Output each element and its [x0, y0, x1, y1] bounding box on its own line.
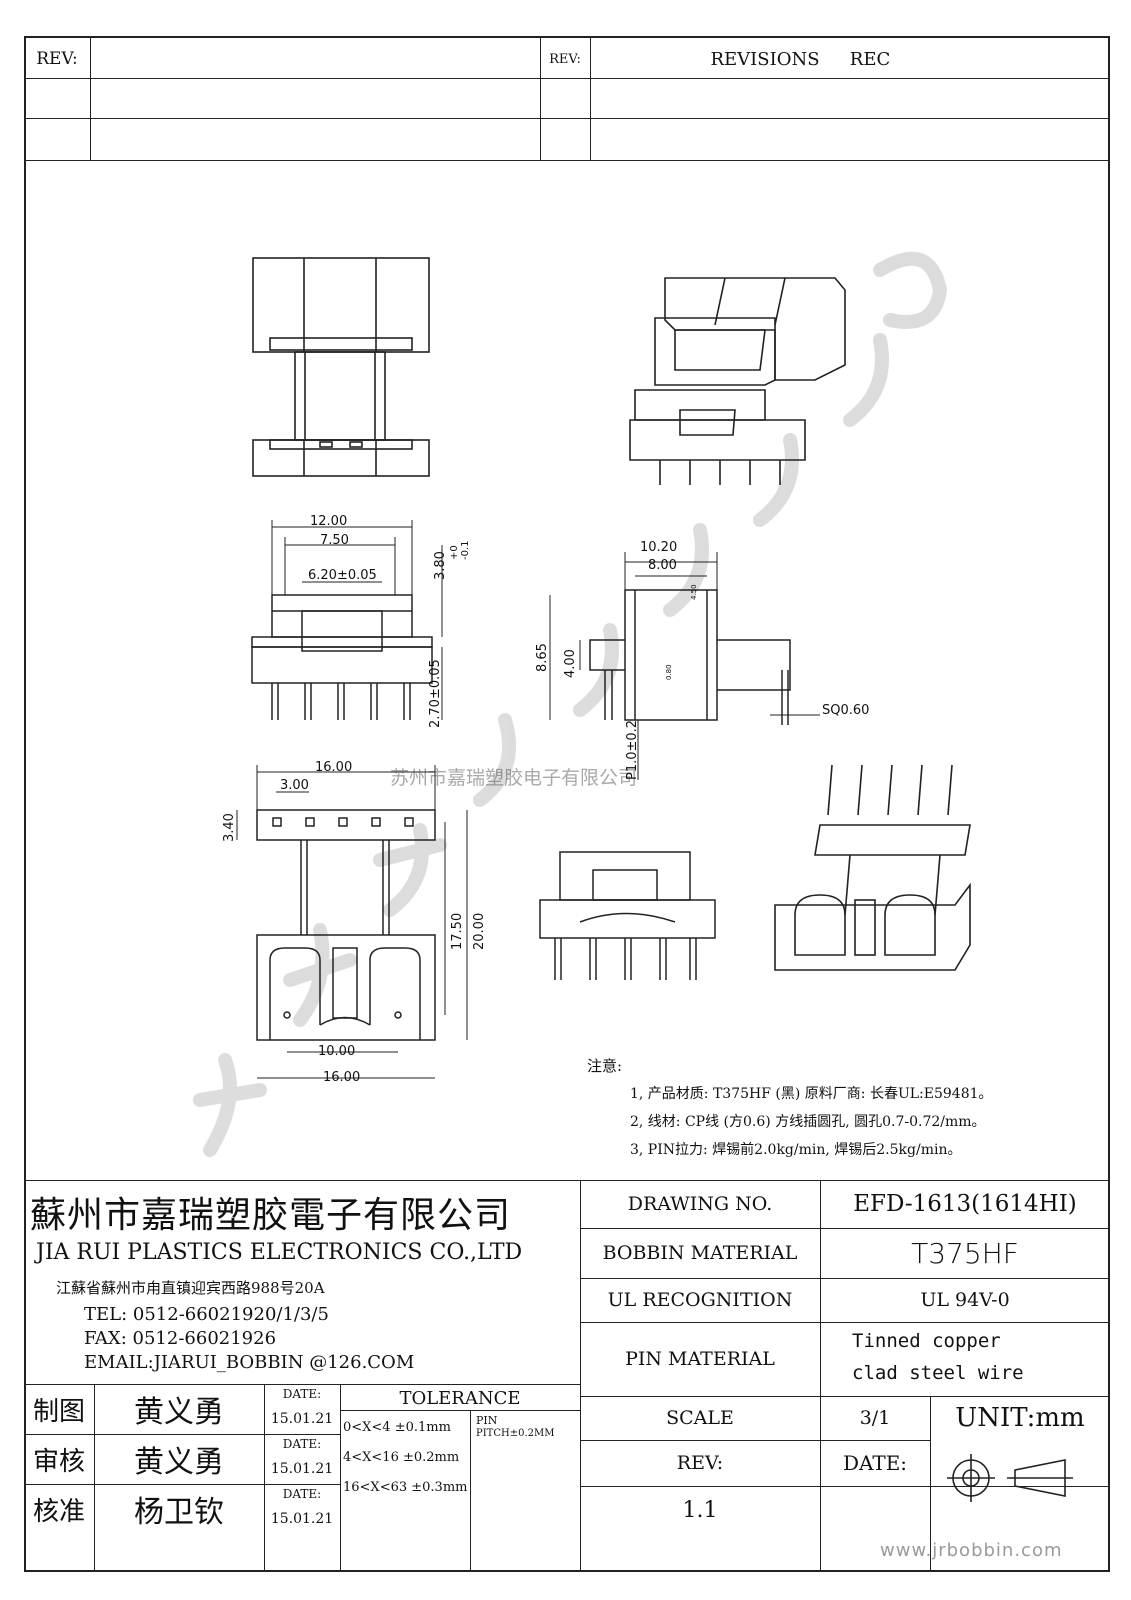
tolerance-row-2: 4<X<16 ±0.2mm: [343, 1450, 460, 1465]
notes-heading: 注意:: [587, 1057, 623, 1075]
dim-E: 10.20: [640, 540, 678, 555]
bottom-view-drawing: [236, 765, 468, 1079]
dim-D: 3.00: [280, 778, 309, 793]
note-item-3: 3, PIN拉力: 焊锡前2.0kg/min, 焊锡后2.5kg/min。: [630, 1142, 962, 1158]
revisions-label: REVISIONS: [710, 48, 820, 70]
date-label-approver: DATE:: [282, 1487, 322, 1501]
watermark-company: 苏州市嘉瑞塑胶电子有限公司: [390, 767, 638, 789]
front-view-drawing: [251, 520, 443, 720]
drawing-no-label: DRAWING NO.: [627, 1193, 773, 1215]
rev-label-left: REV:: [36, 49, 78, 69]
name-reviewer: 黄义勇: [134, 1445, 224, 1480]
date-label-drafter: DATE:: [282, 1387, 322, 1401]
rev-label: REV:: [676, 1452, 724, 1474]
tolerance-pin-label: PIN: [476, 1414, 498, 1427]
date-reviewer: 15.01.21: [270, 1461, 334, 1477]
side-view-drawing: [549, 552, 820, 780]
tolerance-pin-pitch: PITCH±0.2MM: [476, 1428, 555, 1439]
dim-B: 2.70±0.05: [428, 659, 443, 728]
dim-N: 10.00: [318, 1044, 356, 1059]
company-address: 江蘇省蘇州市甪直镇迎宾西路988号20A: [56, 1279, 325, 1297]
dim-340: 3.40: [222, 813, 237, 842]
isometric-bottom-drawing: [774, 764, 971, 971]
role-reviewer: 审核: [32, 1446, 85, 1477]
drawing-no-value: EFD-1613(1614HI): [853, 1191, 1077, 1217]
role-approver: 核准: [32, 1496, 85, 1527]
dim-F: 8.00: [648, 558, 677, 573]
name-drafter: 黄义勇: [134, 1395, 224, 1430]
rev-value: 1.1: [682, 1497, 718, 1523]
dim-A: 17.50: [450, 912, 465, 950]
dim-G: 7.50: [320, 533, 349, 548]
scale-value: 3/1: [859, 1407, 891, 1429]
website-watermark: www.jrbobbin.com: [880, 1540, 1063, 1561]
bobbin-material-label: BOBBIN MATERIAL: [602, 1242, 798, 1264]
projection-symbol-icon: [947, 1454, 1073, 1502]
date-approver: 15.01.21: [270, 1511, 334, 1527]
dim-865: 8.65: [535, 643, 550, 672]
date-label-reviewer: DATE:: [282, 1437, 322, 1451]
rev-label-right: REV:: [549, 51, 581, 67]
tolerance-row-3: 16<X<63 ±0.3mm: [343, 1480, 468, 1495]
dim-inner: 6.20±0.05: [308, 568, 377, 583]
scale-label: SCALE: [666, 1407, 734, 1429]
name-approver: 杨卫钦: [134, 1495, 224, 1530]
dim-bottom: 16.00: [323, 1070, 361, 1085]
dim-400: 4.00: [563, 649, 578, 678]
bobbin-material-value: T375HF: [911, 1236, 1019, 1270]
isometric-top-drawing: [629, 277, 846, 485]
date-label: DATE:: [842, 1451, 908, 1475]
dim-H: 3.80: [433, 551, 448, 580]
dim-H-tol-plus: +0: [449, 545, 460, 560]
note-item-2: 2, 线材: CP线 (方0.6) 方线插圆孔, 圆孔0.7-0.72/mm。: [630, 1114, 986, 1130]
dim-K: 16.00: [315, 760, 353, 775]
company-name-cn: 蘇州市嘉瑞塑胶電子有限公司: [30, 1195, 512, 1236]
dim-I: 12.00: [310, 514, 348, 529]
pin-material-line2: clad steel wire: [852, 1362, 1024, 1384]
company-name-en: JIA RUI PLASTICS ELECTRONICS CO.,LTD: [36, 1240, 523, 1265]
drawing-frame: [24, 36, 1110, 1572]
rec-label: REC: [849, 48, 891, 70]
pin-material-label: PIN MATERIAL: [625, 1348, 775, 1370]
tolerance-title: TOLERANCE: [399, 1387, 521, 1409]
pin-material-line1: Tinned copper: [852, 1330, 1001, 1352]
company-email: EMAIL:JIARUI_BOBBIN @126.COM: [84, 1352, 415, 1373]
unit-label: UNIT:mm: [955, 1403, 1085, 1433]
dim-small-b: 0.80: [665, 664, 673, 680]
ul-recognition-value: UL 94V-0: [920, 1289, 1010, 1311]
company-tel: TEL: 0512-66021920/1/3/5: [84, 1304, 329, 1325]
note-item-1: 1, 产品材质: T375HF (黑) 原料厂商: 长春UL:E59481。: [630, 1086, 993, 1102]
tolerance-row-1: 0<X<4 ±0.1mm: [343, 1420, 451, 1435]
role-drafter: 制图: [32, 1396, 85, 1427]
end-view-drawing: [539, 851, 716, 980]
dim-sq: SQ0.60: [822, 703, 870, 718]
ul-recognition-label: UL RECOGNITION: [607, 1289, 793, 1311]
company-fax: FAX: 0512-66021926: [84, 1328, 277, 1349]
date-drafter: 15.01.21: [270, 1411, 334, 1427]
dim-M: 20.00: [472, 912, 487, 950]
dim-P: P1.0±0.2: [625, 719, 640, 780]
dim-small-a: 4.50: [690, 584, 698, 600]
top-view-drawing: [252, 257, 430, 477]
dim-H-tol-minus: -0.1: [460, 540, 471, 560]
